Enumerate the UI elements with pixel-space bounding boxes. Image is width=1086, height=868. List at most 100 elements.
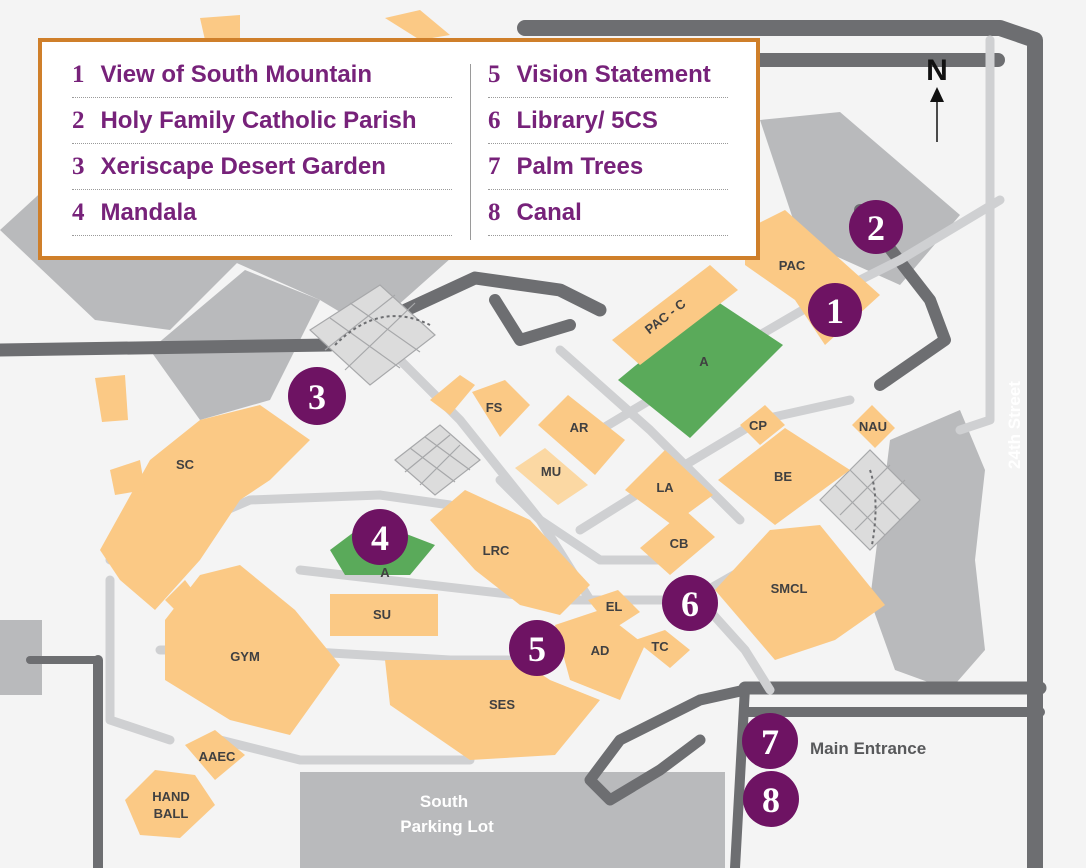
- legend-item-5: 5 Vision Statement: [488, 58, 728, 104]
- label-lrc: LRC: [483, 543, 510, 558]
- walkway-4: [555, 345, 745, 525]
- road-northwest: [0, 271, 607, 357]
- label-fs: FS: [486, 400, 503, 415]
- markers: 1 2 3 4 5 6 7 8: [288, 200, 903, 827]
- building-north-2: [385, 10, 450, 40]
- building-be: [718, 428, 850, 525]
- legend-label: Mandala: [100, 199, 197, 226]
- plaza-east: [819, 449, 921, 551]
- plaza-north-path: [334, 315, 431, 346]
- building-gym-annex: [165, 580, 200, 615]
- legend-number: 5: [488, 61, 501, 88]
- building-tc: [635, 630, 690, 668]
- building-west-small: [95, 375, 128, 422]
- road-24th-street: [517, 20, 1043, 868]
- label-smcl: SMCL: [771, 581, 808, 596]
- label-pac: PAC: [779, 258, 806, 273]
- street-label-24th: 24th Street: [1005, 381, 1024, 469]
- building-el: [588, 590, 640, 630]
- label-su: SU: [373, 607, 391, 622]
- legend: 1 View of South Mountain 2 Holy Family C…: [38, 38, 760, 260]
- marker-3[interactable]: 3: [288, 367, 346, 425]
- marker-4[interactable]: 4: [352, 509, 408, 565]
- label-sc: SC: [176, 457, 195, 472]
- svg-text:2: 2: [867, 208, 885, 248]
- svg-text:8: 8: [762, 780, 780, 820]
- marker-8[interactable]: 8: [743, 771, 799, 827]
- legend-number: 7: [488, 153, 501, 180]
- label-la: LA: [656, 480, 674, 495]
- legend-column-left: 1 View of South Mountain 2 Holy Family C…: [72, 58, 452, 242]
- walkway-7: [495, 475, 665, 565]
- building-mu: [515, 448, 588, 505]
- plaza-east-path: [869, 469, 877, 546]
- north-arrow-head: [930, 87, 944, 102]
- building-small-1: [430, 375, 475, 415]
- building-north-1: [200, 15, 240, 40]
- label-a-field: A: [699, 354, 709, 369]
- building-cp: [740, 405, 785, 445]
- label-el: EL: [606, 599, 623, 614]
- building-cb: [640, 510, 715, 575]
- legend-label: Library/ 5CS: [516, 107, 658, 134]
- label-hand: HAND: [152, 789, 190, 804]
- walkway-2: [105, 575, 175, 745]
- legend-label: Vision Statement: [516, 61, 711, 88]
- building-sc-annex: [110, 460, 145, 495]
- marker-2[interactable]: 2: [849, 200, 903, 254]
- legend-number: 3: [72, 153, 85, 180]
- plazas: [309, 284, 921, 551]
- legend-item-4: 4 Mandala: [72, 196, 452, 242]
- building-nau: [852, 405, 895, 448]
- marker-7[interactable]: 7: [742, 713, 798, 769]
- west-lot: [0, 620, 42, 695]
- athletic-field-a: [618, 300, 783, 438]
- building-su: [330, 594, 438, 636]
- label-ball: BALL: [154, 806, 189, 821]
- walkway-11: [215, 735, 475, 765]
- building-pac-c: [612, 265, 738, 365]
- legend-item-2: 2 Holy Family Catholic Parish: [72, 104, 452, 150]
- building-ses: [385, 660, 600, 760]
- svg-text:1: 1: [826, 291, 844, 331]
- marker-1[interactable]: 1: [808, 283, 862, 337]
- label-nau: NAU: [859, 419, 887, 434]
- building-ad: [555, 610, 645, 700]
- legend-item-7: 7 Palm Trees: [488, 150, 728, 196]
- parking-label-line2: Parking Lot: [400, 817, 494, 836]
- road-loop-south: [584, 684, 751, 806]
- svg-text:6: 6: [681, 584, 699, 624]
- legend-number: 2: [72, 107, 85, 134]
- legend-label: View of South Mountain: [100, 61, 372, 88]
- building-aaec: [185, 730, 245, 780]
- building-fs: [472, 380, 530, 437]
- legend-number: 1: [72, 61, 85, 88]
- label-tc: TC: [651, 639, 669, 654]
- marker-6[interactable]: 6: [662, 575, 718, 631]
- main-entrance-label: Main Entrance: [810, 739, 926, 758]
- legend-item-6: 6 Library/ 5CS: [488, 104, 728, 150]
- label-ad: AD: [591, 643, 610, 658]
- label-a-mandala: A: [380, 565, 390, 580]
- south-parking-lot: [300, 772, 725, 868]
- buildings: [95, 10, 895, 838]
- label-mu: MU: [541, 464, 561, 479]
- building-lrc: [430, 490, 590, 615]
- building-ar: [538, 395, 625, 475]
- label-cb: CB: [670, 536, 689, 551]
- marker-5[interactable]: 5: [509, 620, 565, 676]
- walkway-9: [955, 35, 995, 435]
- legend-number: 6: [488, 107, 501, 134]
- plaza-north: [309, 284, 436, 386]
- svg-text:4: 4: [371, 518, 389, 558]
- north-label: N: [926, 54, 948, 87]
- roads: [0, 20, 1047, 868]
- building-handball: [125, 770, 215, 838]
- building-sc: [100, 405, 310, 610]
- svg-text:5: 5: [528, 629, 546, 669]
- label-cp: CP: [749, 418, 767, 433]
- legend-item-3: 3 Xeriscape Desert Garden: [72, 150, 452, 196]
- label-gym: GYM: [230, 649, 260, 664]
- legend-label: Palm Trees: [516, 153, 644, 180]
